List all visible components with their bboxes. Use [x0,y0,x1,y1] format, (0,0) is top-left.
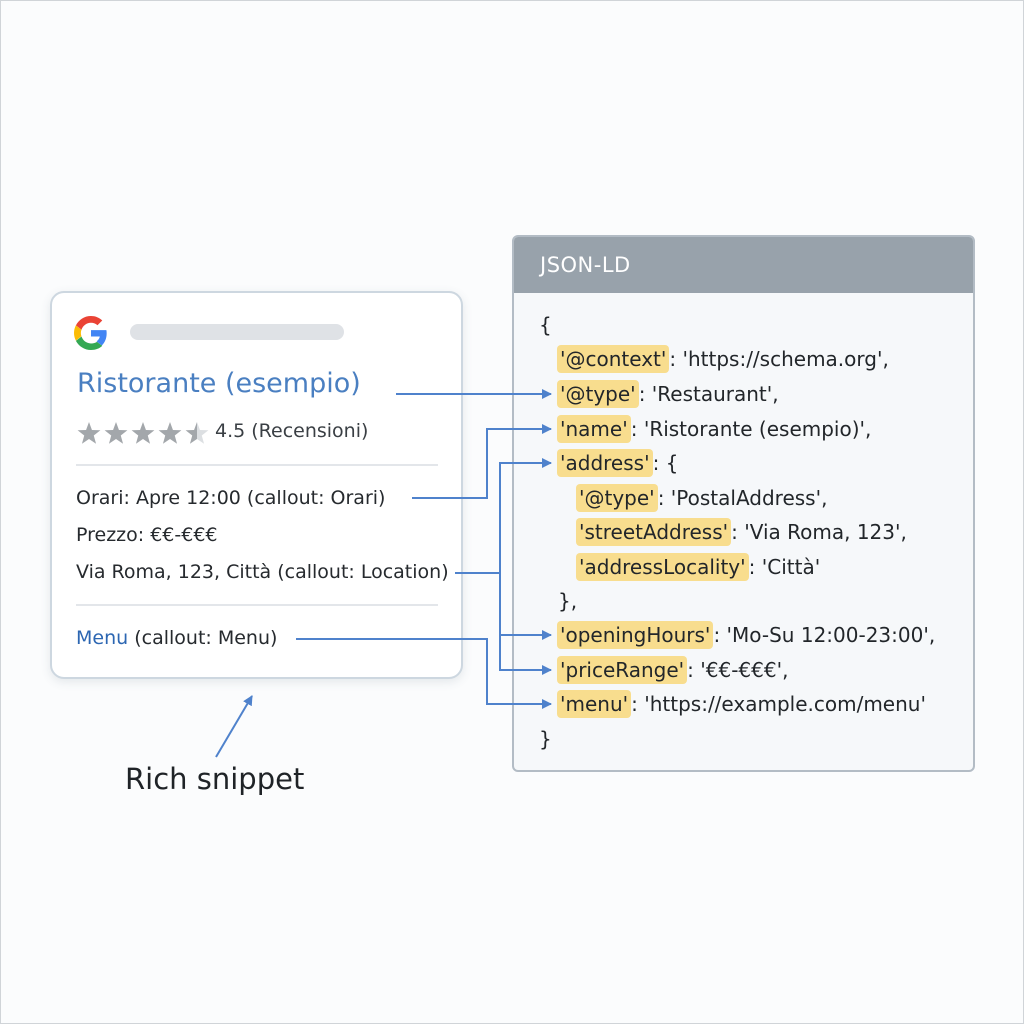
arrow-caption-to-card [215,695,253,758]
json-key: 'menu' [557,690,632,718]
snippet-title[interactable]: Ristorante (esempio) [77,368,361,399]
location-line: Via Roma, 123, Città (callout: Location) [76,561,449,583]
arrow-location-to-opening-hours [499,573,552,640]
star-icon [104,422,128,444]
json-key: '@context' [557,345,670,373]
json-value: : 'Via Roma, 123', [731,520,907,544]
json-value: : 'https://example.com/menu' [631,692,926,716]
json-key: 'name' [557,415,631,443]
code-line-postal-type: '@type': 'PostalAddress', [576,484,828,512]
search-bar-placeholder [130,324,344,340]
code-line-street: 'streetAddress': 'Via Roma, 123', [576,518,907,546]
google-logo-icon [74,316,107,350]
json-ld-header: JSON-LD [514,237,973,293]
arrow-menu-to-menu [296,638,552,709]
divider [76,464,438,466]
rich-snippet-caption: Rich snippet [125,762,305,796]
json-value: : { [652,451,679,475]
json-value: : 'PostalAddress', [657,486,828,510]
json-key: 'addressLocality' [576,553,749,581]
code-close-brace: } [539,727,552,751]
arrow-location-to-price-range [499,635,552,675]
code-line-address: 'address': { [557,449,679,477]
json-value: : '€€-€€€', [687,658,789,682]
star-icon [185,422,209,444]
divider [76,604,438,606]
star-icon [131,422,155,444]
code-line-name: 'name': 'Ristorante (esempio)', [557,415,872,443]
code-line-opening-hours: 'openingHours': 'Mo-Su 12:00-23:00', [557,621,936,649]
json-value: : 'Ristorante (esempio)', [630,417,872,441]
json-key: 'streetAddress' [576,518,732,546]
code-line-locality: 'addressLocality': 'Città' [576,553,821,581]
code-line-context: '@context': 'https://schema.org', [557,345,889,373]
arrow-hours-to-name [412,424,552,499]
star-icon [158,422,182,444]
json-key: '@type' [557,380,639,408]
star-rating [77,422,209,444]
json-value: : 'Città' [748,555,821,579]
menu-line: Menu (callout: Menu) [76,627,277,649]
json-value: : 'Restaurant', [638,382,779,406]
rating-text: 4.5 (Recensioni) [215,420,369,442]
menu-callout: (callout: Menu) [128,627,278,649]
code-address-close: }, [558,589,578,613]
code-line-menu: 'menu': 'https://example.com/menu' [557,690,926,718]
code-line-type: '@type': 'Restaurant', [557,380,779,408]
json-key: 'openingHours' [557,621,714,649]
json-value: : 'https://schema.org', [669,347,889,371]
star-icon [77,422,101,444]
menu-link[interactable]: Menu [76,627,129,649]
json-key: '@type' [576,484,658,512]
hours-line: Orari: Apre 12:00 (callout: Orari) [76,487,386,509]
code-open-brace: { [539,313,552,337]
price-line: Prezzo: €€-€€€ [76,524,218,546]
json-key: 'address' [557,449,653,477]
json-value: : 'Mo-Su 12:00-23:00', [713,623,936,647]
json-key: 'priceRange' [557,656,688,684]
rich-snippet-card [50,291,463,679]
code-line-price-range: 'priceRange': '€€-€€€', [557,656,789,684]
arrow-location-to-address [455,458,552,574]
json-ld-header-label: JSON-LD [540,253,631,277]
